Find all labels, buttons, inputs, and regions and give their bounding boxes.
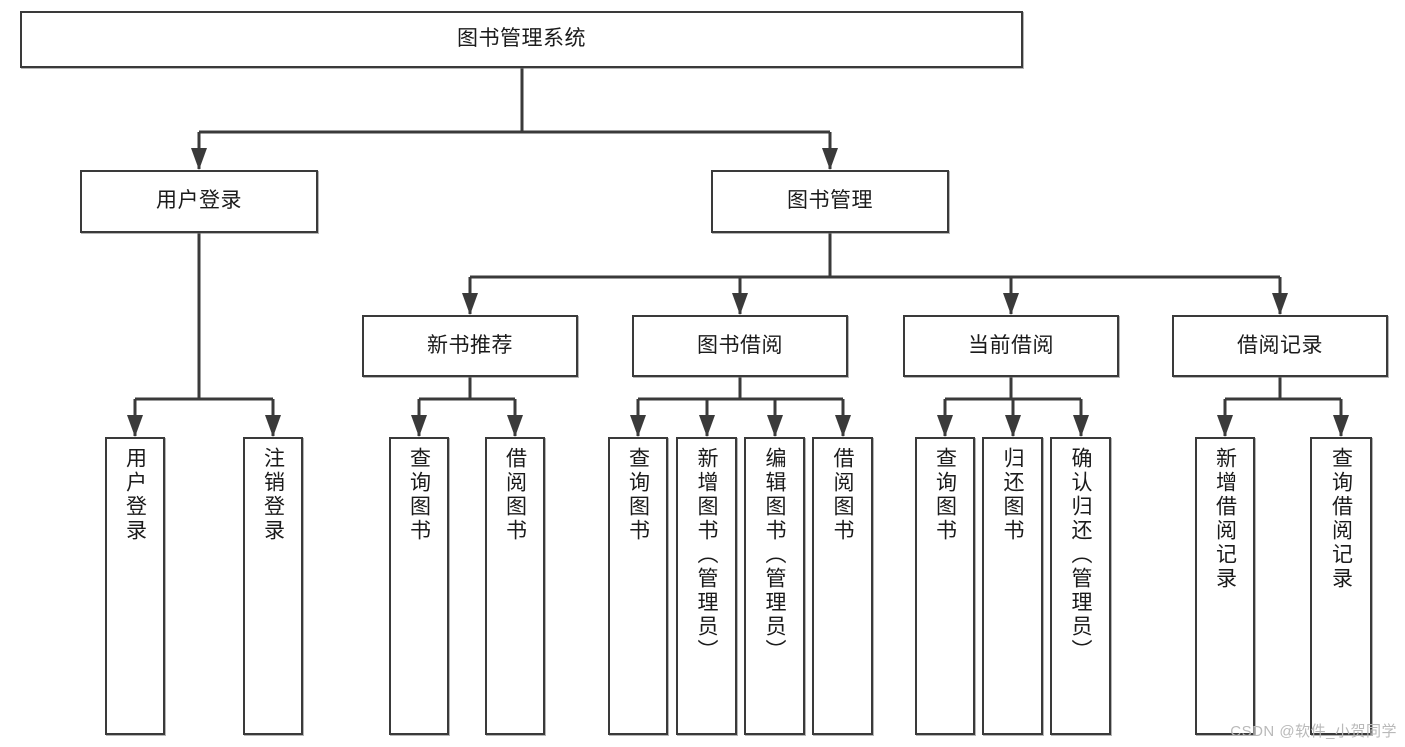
node-label: 编辑图书（管理员）	[763, 447, 786, 663]
node-label: 查询图书	[626, 447, 650, 543]
node-book-manage[interactable]: 图书管理	[711, 170, 949, 233]
node-leaf-borrow-book-rec[interactable]: 借阅图书	[485, 437, 545, 735]
arrowhead-icon	[507, 415, 523, 437]
arrowhead-icon	[1333, 415, 1349, 437]
node-leaf-query-record[interactable]: 查询借阅记录	[1310, 437, 1372, 735]
node-leaf-add-book[interactable]: 新增图书（管理员）	[676, 437, 737, 735]
node-user-login[interactable]: 用户登录	[80, 170, 318, 233]
node-label: 当前借阅	[968, 333, 1054, 357]
node-label: 注销登录	[261, 447, 285, 543]
node-leaf-logout[interactable]: 注销登录	[243, 437, 303, 735]
node-book-borrow[interactable]: 图书借阅	[632, 315, 848, 377]
node-root[interactable]: 图书管理系统	[20, 11, 1023, 68]
arrowhead-icon	[127, 415, 143, 437]
arrowhead-icon	[1003, 293, 1019, 315]
arrowhead-icon	[265, 415, 281, 437]
node-label: 归还图书	[1001, 447, 1024, 543]
node-leaf-return-book[interactable]: 归还图书	[982, 437, 1043, 735]
node-label: 查询图书	[933, 447, 957, 543]
node-leaf-edit-book[interactable]: 编辑图书（管理员）	[744, 437, 805, 735]
arrowhead-icon	[191, 148, 207, 170]
node-leaf-confirm-return[interactable]: 确认归还（管理员）	[1050, 437, 1111, 735]
node-label: 新增图书（管理员）	[695, 447, 718, 663]
arrowhead-icon	[630, 415, 646, 437]
arrowhead-icon	[1073, 415, 1089, 437]
node-leaf-add-record[interactable]: 新增借阅记录	[1195, 437, 1255, 735]
node-label: 图书管理	[787, 189, 873, 213]
node-label: 借阅记录	[1237, 333, 1323, 357]
node-label: 图书借阅	[697, 333, 783, 357]
node-leaf-query-book[interactable]: 查询图书	[608, 437, 668, 735]
node-label: 借阅图书	[503, 447, 527, 543]
node-label: 确认归还（管理员）	[1069, 447, 1092, 663]
node-new-book-rec[interactable]: 新书推荐	[362, 315, 578, 377]
node-borrow-record[interactable]: 借阅记录	[1172, 315, 1388, 377]
arrowhead-icon	[699, 415, 715, 437]
node-leaf-borrow-book[interactable]: 借阅图书	[812, 437, 873, 735]
arrowhead-icon	[462, 293, 478, 315]
arrowhead-icon	[732, 293, 748, 315]
node-leaf-user-login[interactable]: 用户登录	[105, 437, 165, 735]
arrowhead-icon	[1005, 415, 1021, 437]
node-leaf-query-book-cur[interactable]: 查询图书	[915, 437, 975, 735]
watermark-text: CSDN @软件_小贺同学	[1230, 723, 1397, 740]
arrowhead-icon	[835, 415, 851, 437]
node-label: 新书推荐	[427, 333, 513, 357]
node-label: 新增借阅记录	[1213, 447, 1237, 591]
arrowhead-icon	[767, 415, 783, 437]
arrowhead-icon	[1217, 415, 1233, 437]
arrowhead-icon	[411, 415, 427, 437]
node-label: 查询借阅记录	[1329, 447, 1353, 591]
node-label: 查询图书	[407, 447, 431, 543]
node-leaf-query-book-rec[interactable]: 查询图书	[389, 437, 449, 735]
arrowhead-icon	[822, 148, 838, 170]
node-label: 图书管理系统	[457, 27, 586, 51]
node-current-borrow[interactable]: 当前借阅	[903, 315, 1119, 377]
arrowhead-icon	[937, 415, 953, 437]
node-label: 用户登录	[123, 447, 147, 543]
node-label: 借阅图书	[831, 447, 854, 543]
arrowhead-icon	[1272, 293, 1288, 315]
node-label: 用户登录	[156, 189, 242, 213]
